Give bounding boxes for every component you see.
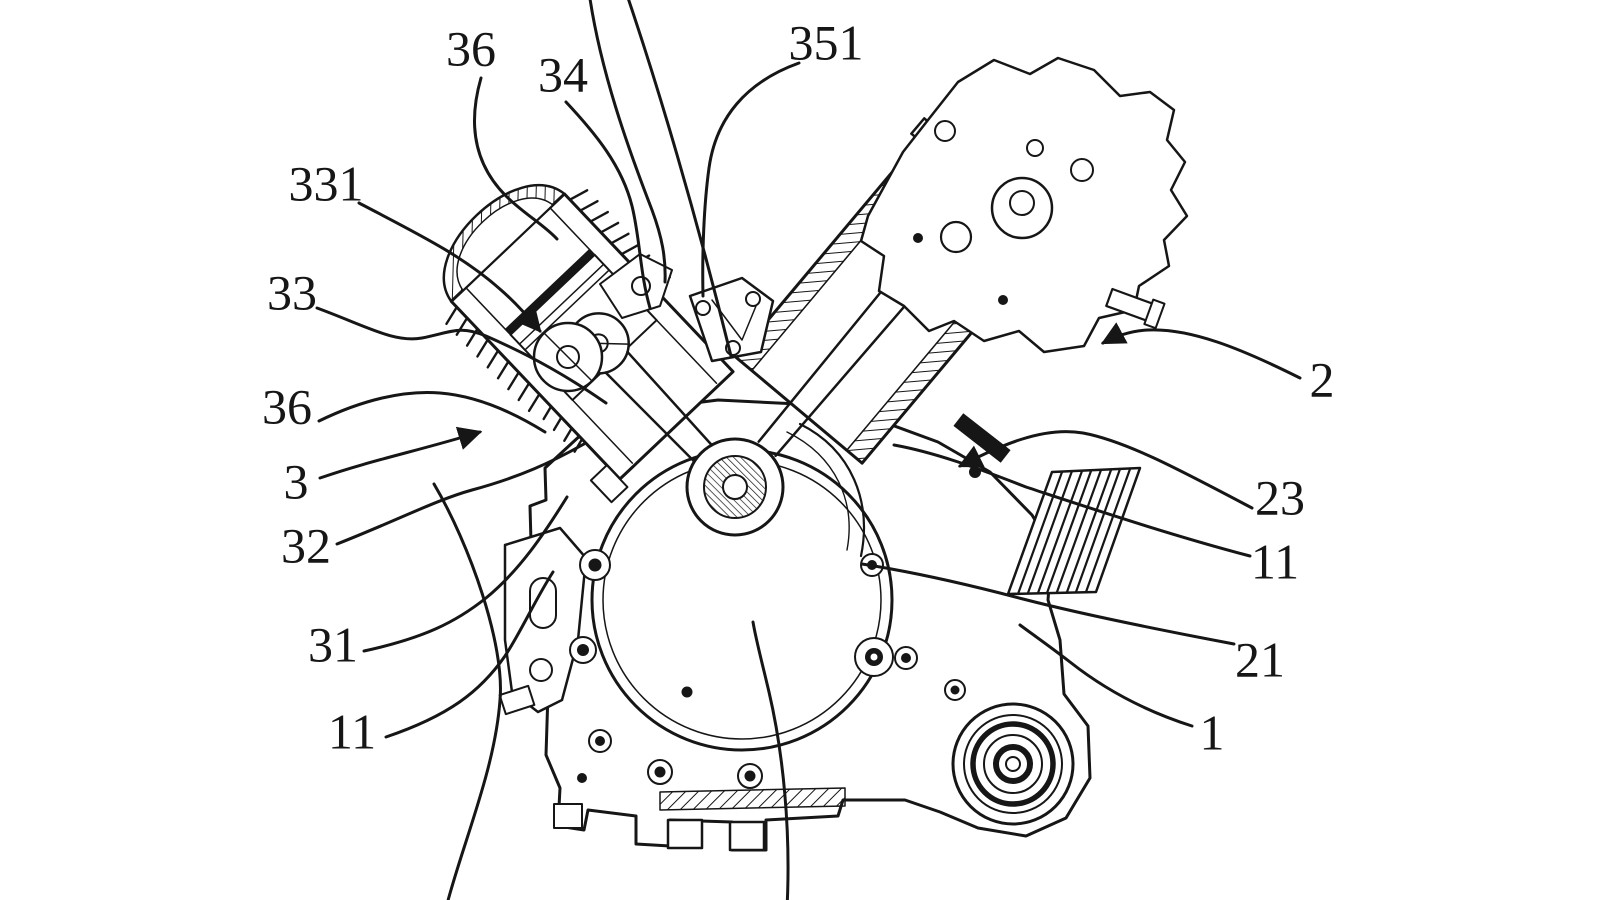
left-conrod-a [604,371,696,464]
ref-label-2: 2 [1310,351,1335,407]
v-junction-cover [688,276,775,363]
engine-assembly [442,56,1189,852]
spark-plug-stud [1105,287,1166,330]
ref-label-3: 3 [284,453,309,509]
leader-line-34 [564,100,652,310]
left-conrod-b [626,350,714,447]
crankshaft-center [722,474,748,500]
ref-label-32: 32 [281,517,331,573]
oil-sump-hatch [659,787,846,811]
leader-line-23 [957,430,1254,510]
ref-label-21: 21 [1235,631,1285,687]
clutch-cover-bearing [951,702,1075,826]
leader-line-36-top [473,76,559,241]
leader-line-11-left [384,570,555,739]
leader-line-1 [1018,623,1194,728]
ref-label-11-left: 11 [328,703,376,759]
ref-label-36-top: 36 [446,20,496,76]
leader-line-11-right [892,443,1252,558]
leader-line-3 [318,426,483,480]
annotation-layer: 36 34 351 331 33 36 3 32 31 11 2 23 11 211 [262,0,1335,900]
mount-foot-b [728,820,766,852]
leader-line-2 [1100,322,1302,380]
cam-chain-tunnel [798,422,865,558]
bracket-slot [529,577,557,629]
ref-label-31: 31 [308,616,358,672]
ref-label-34: 34 [538,46,588,102]
ref-label-36-left: 36 [262,378,312,434]
leader-line-offscreen-top-a [588,0,667,284]
leader-line-36-left [317,391,547,434]
leader-line-offscreen-top-b [627,0,733,358]
left-rocker-hub [556,345,580,369]
mount-foot-a [666,818,704,850]
ref-label-351: 351 [789,14,864,70]
ref-label-23: 23 [1255,469,1305,525]
right-conrod-a [757,268,901,443]
ref-label-11-right: 11 [1251,533,1299,589]
right-conrod-b [774,286,922,458]
left-cylinder-tab [589,464,629,504]
cooling-fins-block [1006,466,1142,596]
leader-line-21 [860,562,1236,646]
right-cylinder-head [859,56,1189,463]
left-foot [553,803,583,829]
leader-line-31 [362,495,569,653]
leader-line-351 [701,61,801,298]
left-cam-housing [599,253,673,319]
leader-line-offscreen-bottom-a [432,482,502,900]
ref-label-33: 33 [267,264,317,320]
ref-label-1: 1 [1200,704,1225,760]
leader-line-32 [335,442,586,546]
ref-label-331: 331 [289,155,364,211]
left-stub [498,684,536,716]
case-bolts [569,466,981,789]
leader-line-33 [315,306,608,405]
leader-line-331 [357,201,542,333]
bracket-hole [529,658,553,682]
left-head-cover-inner [456,197,554,292]
leader-line-offscreen-bottom-b [751,620,790,900]
